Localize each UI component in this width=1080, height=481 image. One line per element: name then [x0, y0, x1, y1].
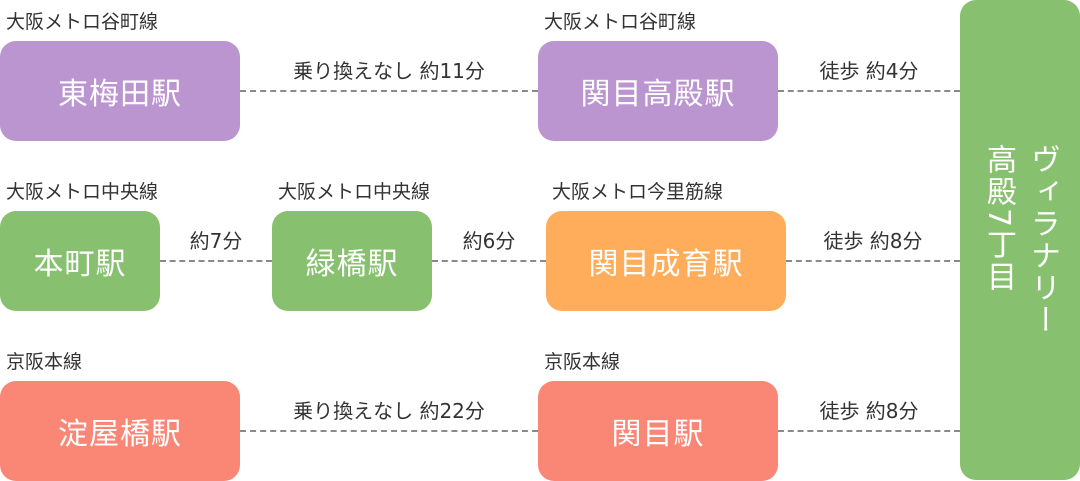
station-hommachi: 本町駅	[0, 211, 160, 311]
route-line	[160, 260, 272, 262]
destination-box: ヴィラナリー 高殿7丁目	[960, 0, 1080, 480]
line-label: 大阪メトロ今里筋線	[552, 181, 724, 203]
line-label: 京阪本線	[6, 351, 83, 373]
walk-time: 徒歩 約8分	[819, 399, 919, 423]
station-midoribashi: 緑橋駅	[272, 211, 432, 311]
route-line	[778, 430, 960, 432]
line-label: 大阪メトロ中央線	[278, 181, 431, 203]
route-time: 約6分	[462, 229, 516, 253]
route-line	[778, 90, 960, 92]
route-line	[240, 90, 538, 92]
route-time: 乗り換えなし 約11分	[293, 59, 485, 83]
walk-time: 徒歩 約4分	[819, 59, 919, 83]
line-label: 京阪本線	[544, 351, 621, 373]
station-sekime: 関目駅	[538, 381, 778, 481]
line-label: 大阪メトロ中央線	[6, 181, 159, 203]
walk-time: 徒歩 約8分	[823, 229, 923, 253]
station-higashi-umeda: 東梅田駅	[0, 41, 240, 141]
destination-address: 高殿7丁目	[981, 144, 1016, 294]
station-sekime-takadono: 関目高殿駅	[538, 41, 778, 141]
station-sekime-seiiku: 関目成育駅	[546, 211, 786, 311]
route-line	[786, 260, 960, 262]
route-line	[240, 430, 538, 432]
destination-name: ヴィラナリー	[1025, 144, 1060, 336]
route-time: 約7分	[189, 229, 243, 253]
route-line	[432, 260, 546, 262]
route-time: 乗り換えなし 約22分	[293, 399, 485, 423]
station-yodoyabashi: 淀屋橋駅	[0, 381, 240, 481]
line-label: 大阪メトロ谷町線	[6, 11, 159, 33]
line-label: 大阪メトロ谷町線	[544, 11, 697, 33]
